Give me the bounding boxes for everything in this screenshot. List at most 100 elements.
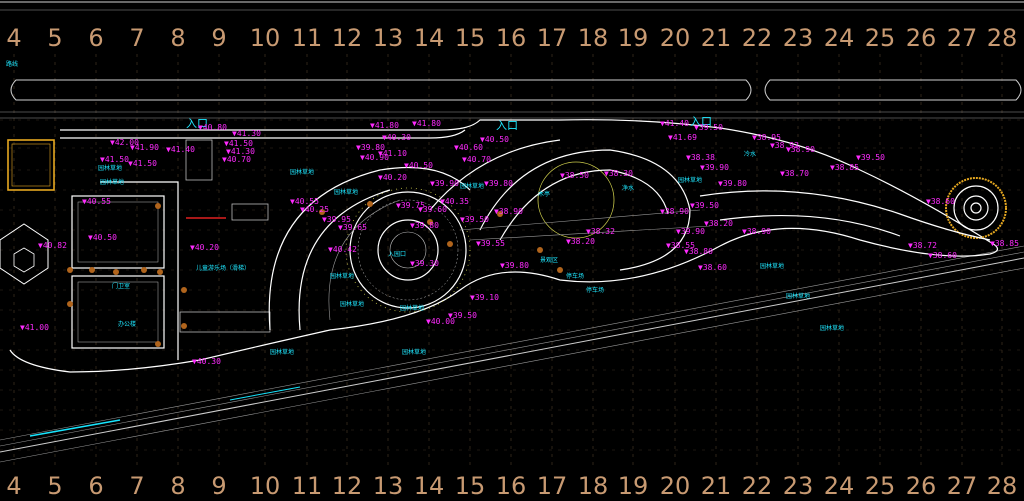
elevation-mark: ▼40.55	[290, 197, 319, 206]
grid-number-bottom: 20	[660, 472, 691, 500]
west-buildings	[0, 139, 271, 349]
elevation-mark: ▼39.95	[322, 215, 351, 224]
elevation-mark: ▼38.20	[704, 219, 733, 228]
grid-number-top: 17	[537, 24, 568, 52]
grid-number-bottom: 25	[865, 472, 896, 500]
elevation-mark: ▼41.50	[100, 155, 129, 164]
elevation-mark: ▼39.90	[430, 179, 459, 188]
grid-number-top: 27	[947, 24, 978, 52]
grid-number-bottom: 13	[373, 472, 404, 500]
area-label: 景观区	[540, 257, 558, 264]
grid-number-top: 25	[865, 24, 896, 52]
area-label: 园林草地	[786, 292, 810, 300]
tree-marker	[497, 211, 503, 217]
entrances: 入口 入口 入口	[186, 115, 712, 132]
grid-number-top: 26	[906, 24, 937, 52]
area-label: 园林草地	[290, 168, 314, 176]
grid-number-bottom: 14	[414, 472, 445, 500]
elevation-mark: ▼39.75	[396, 201, 425, 210]
area-label: 园林草地	[98, 164, 122, 172]
tree-marker	[367, 201, 373, 207]
entrance-label-middle: 入口	[496, 119, 518, 132]
grid-number-bottom: 23	[783, 472, 814, 500]
grid-number-bottom: 4	[6, 472, 21, 500]
grid-number-bottom: 8	[170, 472, 185, 500]
grid-number-bottom: 26	[906, 472, 937, 500]
grid-number-top: 15	[455, 24, 486, 52]
elevation-mark: ▼39.90	[676, 227, 705, 236]
south-road	[0, 245, 1024, 463]
area-label: 停车场	[566, 272, 584, 280]
tree-marker	[155, 341, 161, 347]
elevation-mark: ▼40.60	[454, 143, 483, 152]
elevation-mark: ▼38.85	[830, 163, 859, 172]
elevation-mark: ▼40.42	[328, 245, 357, 254]
elevation-mark: ▼41.40	[166, 145, 195, 154]
north-road: 路线	[0, 1, 1024, 119]
grid-number-top: 10	[250, 24, 281, 52]
grid-number-bottom: 16	[496, 472, 527, 500]
elevation-mark: ▼40.55	[82, 197, 111, 206]
grid-number-bottom: 27	[947, 472, 978, 500]
elevation-mark: ▼39.50	[694, 123, 723, 132]
grid-number-bottom: 7	[129, 472, 144, 500]
elevation-marks: ▼42.00▼41.90▼41.50▼41.50▼41.40▼40.80▼41.…	[20, 119, 1019, 366]
elevation-mark: ▼38.70	[780, 169, 809, 178]
area-label: 园林草地	[334, 188, 358, 196]
elevation-mark: ▼39.80	[718, 179, 747, 188]
grid-number-bottom: 5	[47, 472, 62, 500]
grid-number-top: 22	[742, 24, 773, 52]
area-label: 园林草地	[340, 300, 364, 308]
grid-number-top: 28	[987, 24, 1018, 52]
grid-number-bottom: 6	[88, 472, 103, 500]
elevation-mark: ▼39.80	[410, 221, 439, 230]
area-label: 园林草地	[100, 178, 124, 186]
tree-markers	[67, 201, 563, 347]
area-label: 园林草地	[330, 272, 354, 280]
area-label: 入园口	[388, 251, 406, 258]
grid-number-bottom: 22	[742, 472, 773, 500]
grid-number-top: 20	[660, 24, 691, 52]
elevation-mark: ▼39.30	[410, 259, 439, 268]
entrance-label-east: 入口	[690, 115, 712, 128]
elevation-mark: ▼42.00	[110, 138, 139, 147]
elevation-mark: ▼40.50	[88, 233, 117, 242]
elevation-mark: ▼41.80	[370, 121, 399, 130]
grid-number-bottom: 24	[824, 472, 855, 500]
elevation-mark: ▼41.90	[130, 143, 159, 152]
elevation-mark: ▼38.38	[686, 153, 715, 162]
elevation-mark: ▼38.32	[586, 227, 615, 236]
grid-number-top: 19	[618, 24, 649, 52]
elevation-mark: ▼38.50	[560, 171, 589, 180]
grid-number-bottom: 28	[987, 472, 1018, 500]
tree-marker	[181, 287, 187, 293]
area-label: 园林草地	[400, 304, 424, 312]
tree-marker	[67, 301, 73, 307]
grid-number-top: 12	[332, 24, 363, 52]
tree-marker	[447, 241, 453, 247]
tree-marker	[113, 269, 119, 275]
grid-number-bottom: 18	[578, 472, 609, 500]
elevation-mark: ▼40.00	[426, 317, 455, 326]
tree-marker	[557, 267, 563, 273]
elevation-mark: ▼39.80	[356, 143, 385, 152]
elevation-mark: ▼38.90	[660, 207, 689, 216]
grid-lines	[0, 54, 1024, 470]
grid-number-top: 8	[170, 24, 185, 52]
grid-number-top: 16	[496, 24, 527, 52]
elevation-mark: ▼41.00	[20, 323, 49, 332]
area-label: 园林草地	[402, 348, 426, 356]
elevation-mark: ▼39.55	[476, 239, 505, 248]
grid-number-bottom: 19	[618, 472, 649, 500]
grid-number-bottom: 10	[250, 472, 281, 500]
elevation-mark: ▼40.80	[198, 123, 227, 132]
area-label: 儿童游乐场（滑梯）	[196, 264, 250, 272]
elevation-mark: ▼40.25	[300, 205, 329, 214]
area-label: 园林草地	[820, 324, 844, 332]
elevation-mark: ▼38.55	[666, 241, 695, 250]
area-label: 木亭	[538, 190, 550, 198]
elevation-mark: ▼40.70	[462, 155, 491, 164]
area-label: 门卫室	[112, 282, 130, 290]
elevation-mark: ▼38.80	[684, 247, 713, 256]
